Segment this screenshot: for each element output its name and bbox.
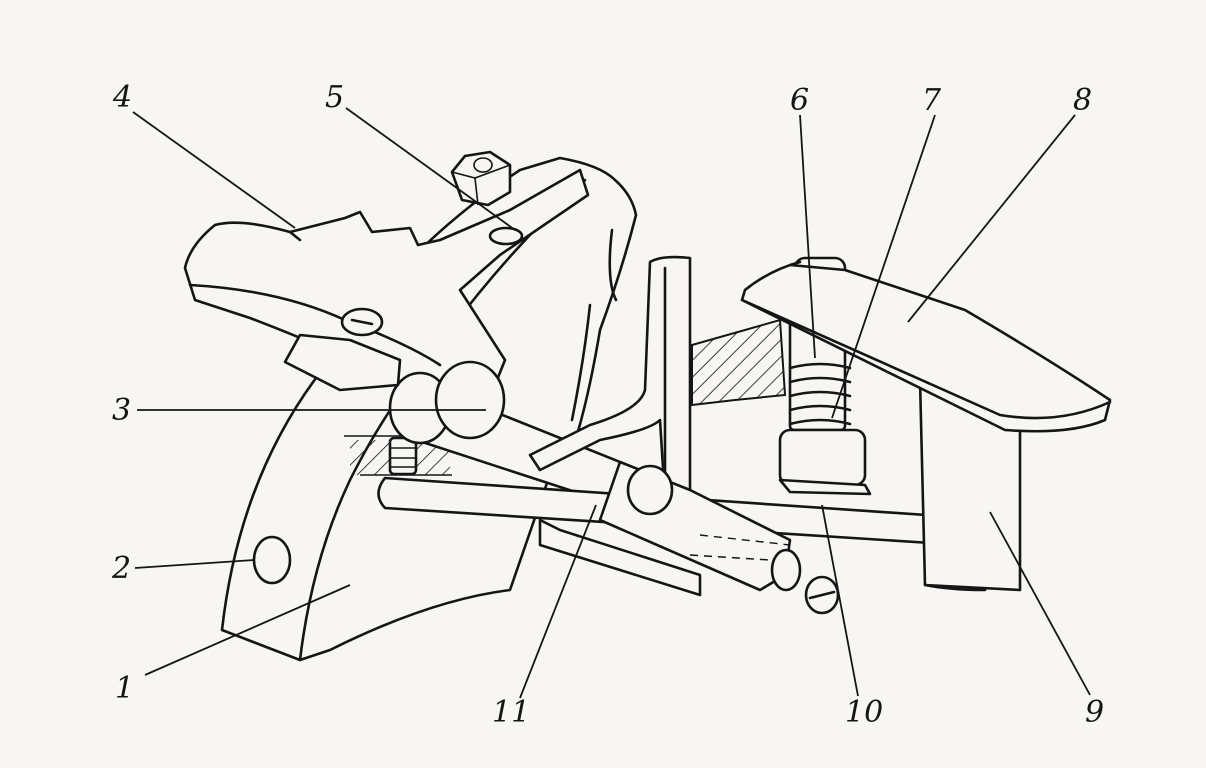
leader-lines (132, 107, 1091, 699)
label-1: 1 (115, 671, 134, 706)
label-10: 10 (845, 695, 883, 730)
label-5: 5 (325, 80, 344, 115)
part-8-plate (740, 260, 1112, 433)
label-6: 6 (790, 83, 809, 118)
part-10-screw (538, 460, 840, 615)
detent-spring (388, 436, 418, 476)
label-11: 11 (492, 695, 530, 730)
hatched-section-right (691, 318, 787, 407)
leader-1 (144, 584, 351, 676)
leader-6 (799, 114, 816, 359)
label-4: 4 (112, 80, 132, 115)
leader-7 (831, 114, 936, 419)
leader-4 (132, 111, 296, 229)
part-3-shaft (283, 307, 642, 502)
leader-9 (989, 511, 1091, 696)
leader-5 (345, 107, 516, 231)
leader-8 (907, 114, 1076, 323)
label-7: 7 (922, 83, 942, 118)
label-8: 8 (1073, 83, 1092, 118)
label-9: 9 (1085, 695, 1104, 730)
leader-10 (821, 504, 859, 697)
part-11-lever (528, 255, 692, 502)
part-5-nut (450, 150, 524, 246)
callout-labels: 4 5 3 2 1 6 7 8 9 10 11 (111, 80, 1104, 730)
part-2-hole (252, 535, 292, 585)
leader-2 (134, 559, 255, 569)
leader-11 (519, 504, 597, 699)
label-3: 3 (112, 393, 131, 428)
part-7-spring (778, 362, 872, 496)
label-2: 2 (111, 551, 131, 586)
